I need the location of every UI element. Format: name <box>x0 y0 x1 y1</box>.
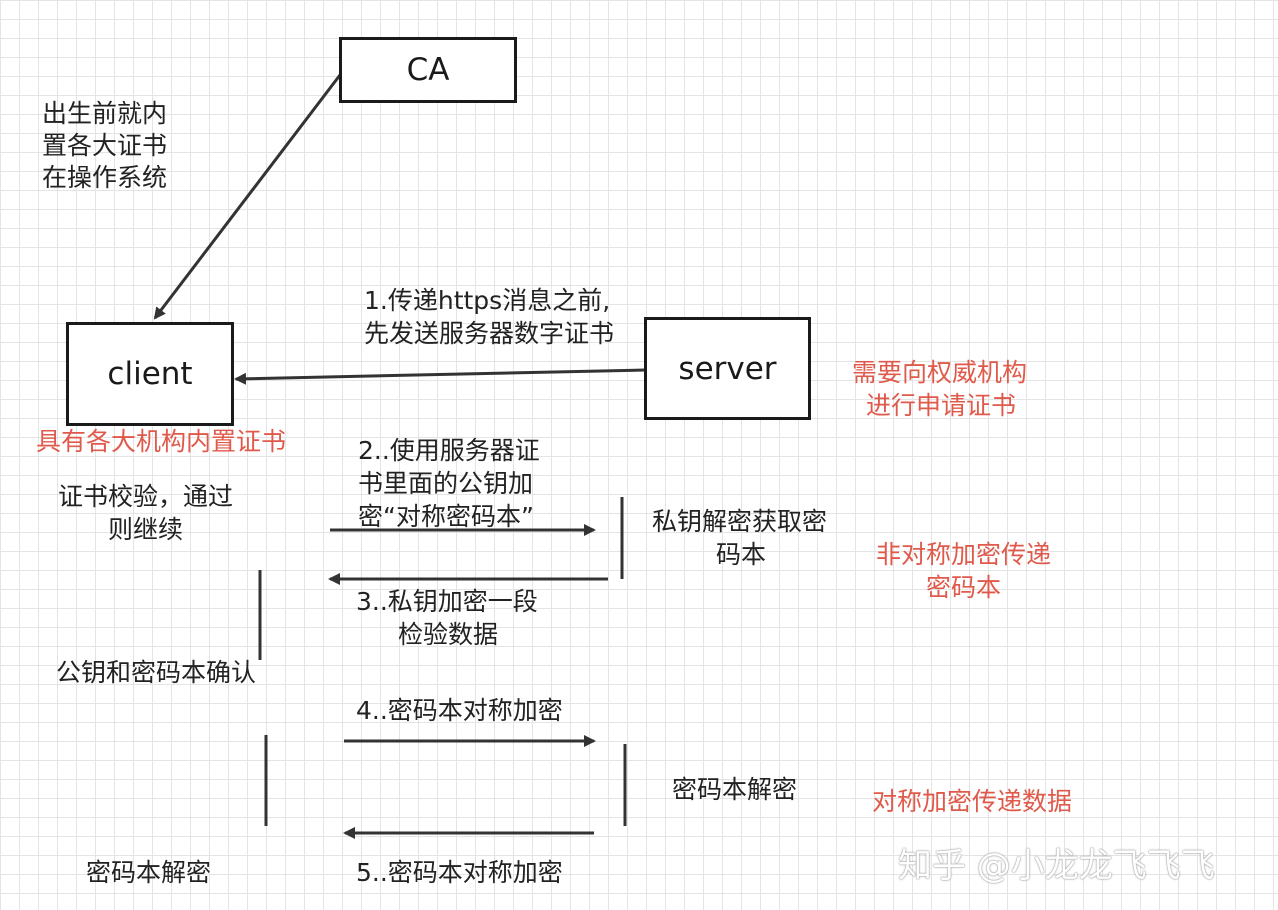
note-client-builtin: 具有各大机构内置证书 <box>36 427 287 456</box>
note-private-decrypt: 私钥解密获取密 码本 <box>652 507 828 569</box>
step4-label: 4..密码本对称加密 <box>356 696 563 725</box>
ca-node: CA <box>339 37 517 103</box>
note-ca-preinstalled: 出生前就内 置各大证书 在操作系统 <box>42 99 168 192</box>
ca-label: CA <box>406 52 450 88</box>
step3-label: 3..私钥加密一段 检验数据 <box>356 587 538 649</box>
note-sym-transfer: 对称加密传递数据 <box>872 787 1073 816</box>
server-node: server <box>644 317 811 420</box>
arrow-ca-to-client <box>153 74 342 320</box>
step5-label: 5..密码本对称加密 <box>356 858 563 887</box>
note-client-decrypt: 密码本解密 <box>86 858 212 887</box>
server-label: server <box>678 350 777 387</box>
step2-label: 2..使用服务器证 书里面的公钥加 密“对称密码本” <box>358 436 540 531</box>
note-server-apply: 需要向权威机构 进行申请证书 <box>852 358 1028 420</box>
note-asym-transfer: 非对称加密传递 密码本 <box>876 540 1052 602</box>
client-label: client <box>107 356 193 392</box>
arrow-server-to-client <box>234 368 646 385</box>
watermark: 知乎 @小龙龙飞飞飞 <box>898 846 1215 886</box>
note-cert-verify: 证书校验，通过 则继续 <box>58 482 234 544</box>
note-server-decrypt: 密码本解密 <box>672 775 798 804</box>
note-pubkey-confirm: 公钥和密码本确认 <box>56 658 257 687</box>
client-node: client <box>66 322 234 426</box>
step1-label: 1.传递https消息之前, 先发送服务器数字证书 <box>364 286 615 348</box>
